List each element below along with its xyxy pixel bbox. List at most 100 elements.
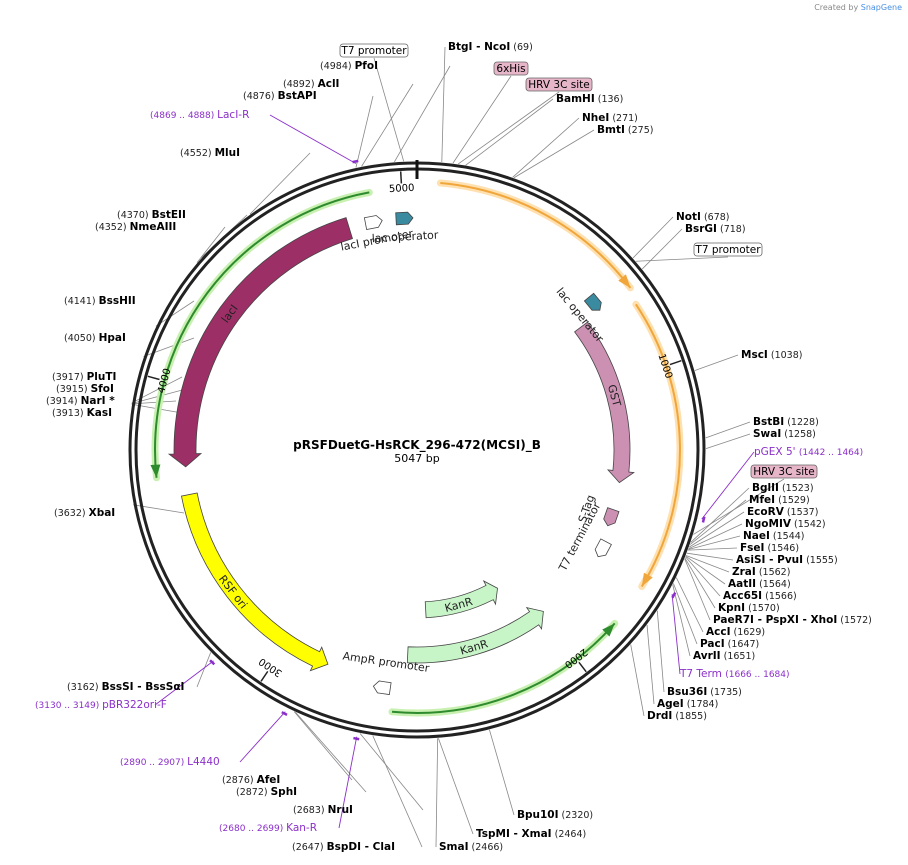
leader-ecorv: [688, 511, 745, 548]
leader-paci: [673, 583, 698, 645]
leader-box-t7-promoter: [373, 57, 405, 162]
leader-acc65i: [685, 556, 721, 597]
primer-l4440: (2890 .. 2907) L4440: [120, 756, 220, 768]
kan-orf: [391, 622, 616, 714]
box-label-hrv-3c-site: HRV 3C site: [753, 466, 814, 478]
gst-orf-head: [618, 274, 631, 288]
leader-bsrgi: [641, 228, 683, 270]
leader-noti: [632, 216, 674, 259]
plasmid-size: 5047 bp: [394, 452, 439, 465]
enzyme-bsssi: (3162) BssSI - BssSαI: [67, 681, 184, 693]
orf-2: [635, 303, 681, 588]
leader-bglii: [690, 487, 750, 543]
tick-label-4000: 4000: [156, 367, 173, 394]
enzyme-zrai: ZraI (1562): [732, 566, 790, 578]
box-label-t7-promoter: T7 promoter: [694, 244, 761, 256]
credit-prefix: Created by: [814, 3, 859, 12]
leader-bsshii: [155, 300, 195, 327]
leader-pfoi: [394, 65, 451, 163]
enzyme-pluti: (3917) PluTI: [52, 371, 116, 383]
enzyme-ecorv: EcoRV (1537): [747, 506, 818, 518]
enzyme-aatii: AatII (1564): [728, 578, 791, 590]
enzyme-paci: PacI (1647): [700, 638, 759, 650]
enzyme-nhei: NheI (271): [582, 112, 638, 124]
snapgene-logo: SnapGene: [860, 3, 902, 12]
enzyme-nrui: (2683) NruI: [293, 804, 353, 816]
enzyme-sfoi: (3915) SfoI: [56, 383, 114, 395]
enzyme-acci: AccI (1629): [706, 626, 765, 638]
leader-box-t7-promoter: [635, 256, 729, 262]
leader-bsssi: [196, 652, 212, 688]
gst-orf: [440, 182, 632, 289]
tick-5000: [399, 171, 403, 184]
enzyme-bspdi: (2647) BspDI - ClaI: [292, 841, 395, 853]
leader-tspmi: [438, 738, 474, 835]
enzyme-bmti: BmtI (275): [597, 124, 653, 136]
primer-mark-kan-r: [353, 736, 360, 741]
enzyme-bsshii: (4141) BssHII: [64, 295, 136, 307]
leader-agei: [646, 624, 655, 705]
leader-kpni: [684, 557, 716, 609]
leader-paer7i: [684, 558, 711, 621]
enzyme-swai: SwaI (1258): [753, 428, 816, 440]
feature-laci: [167, 217, 353, 468]
enzyme-ngomiv: NgoMIV (1542): [745, 518, 826, 530]
tick-1000: [669, 359, 682, 366]
enzyme-noti: NotI (678): [676, 211, 730, 223]
feature-ampr-promoter: [372, 680, 392, 696]
enzyme-mlui: (4552) MluI: [180, 147, 240, 159]
leader-nrui: [359, 733, 424, 811]
enzyme-smai: SmaI (2466): [439, 841, 503, 853]
leader-bpu10i: [489, 729, 515, 816]
feature-rsf-ori: [180, 492, 329, 672]
enzyme-bstapi: (4876) BstAPI: [243, 90, 317, 102]
box-t7-promoter: [339, 43, 409, 58]
enzyme-tspmi: TspMI - XmaI (2464): [476, 828, 586, 840]
leader-bspdi: [372, 735, 423, 848]
primer-t7-term: T7 Term (1666 .. 1684): [679, 668, 790, 680]
enzyme-avrii: AvrII (1651): [693, 650, 755, 662]
leader-primer-laci-r: [269, 114, 357, 164]
enzyme-bamhi: BamHI (136): [556, 93, 623, 105]
leader-primer-pbr322ori-f: [154, 660, 214, 706]
enzyme-bpu10i: Bpu10I (2320): [517, 809, 593, 821]
leader-primer-l4440: [239, 711, 286, 763]
feature-gst: [574, 321, 635, 484]
enzyme-kasi: (3913) KasI: [52, 407, 112, 419]
feature-kanr: [424, 580, 498, 619]
kan-orf-head: [602, 623, 615, 637]
tick-4000: [147, 375, 160, 381]
primer-mark-t7-term: [671, 591, 677, 599]
leader-acci: [675, 577, 704, 633]
leader-naei: [688, 535, 741, 550]
primer-mark-l4440: [281, 711, 288, 716]
leader-primer-t7-term: [671, 594, 681, 675]
leader-ngomiv: [688, 523, 743, 550]
leader-drdi: [630, 644, 645, 717]
gst-orf-glow: [436, 179, 634, 292]
lacI-orf: [154, 191, 370, 478]
leader-bstapi: [355, 95, 374, 168]
tick-label-1000: 1000: [655, 352, 674, 380]
leader-zrai: [685, 555, 730, 573]
enzyme-nari-: (3914) NarI *: [46, 395, 115, 407]
enzyme-bsteii: (4370) BstEII: [117, 209, 186, 221]
snapgene-credit: Created by SnapGene: [814, 3, 902, 12]
orf-arcs: [150, 179, 684, 717]
box-label-6xhis: 6xHis: [496, 63, 525, 75]
enzyme-xbai: (3632) XbaI: [54, 507, 115, 519]
box-hrv-3c-site: [525, 77, 593, 92]
leader-aatii: [685, 555, 726, 585]
leader-acli: [361, 83, 414, 167]
enzyme-acli: (4892) AclI: [283, 78, 339, 90]
enzyme-sphi: (2872) SphI: [236, 786, 297, 798]
enzyme-nmeaiii: (4352) NmeAIII: [95, 221, 176, 233]
feature-t7-terminator: [594, 538, 612, 558]
enzyme-kpni: KpnI (1570): [718, 602, 780, 614]
labels: BtgI - NcoI (69)BamHI (136)NheI (271)Bmt…: [35, 41, 872, 853]
box-hrv-3c-site: [750, 464, 818, 479]
leader-box-hrv-3c-site: [693, 478, 785, 535]
enzyme-bsrgi: BsrGI (718): [685, 223, 746, 235]
enzyme-agei: AgeI (1784): [657, 698, 718, 710]
primer-pgex-5-: pGEX 5' (1442 .. 1464): [754, 446, 863, 458]
